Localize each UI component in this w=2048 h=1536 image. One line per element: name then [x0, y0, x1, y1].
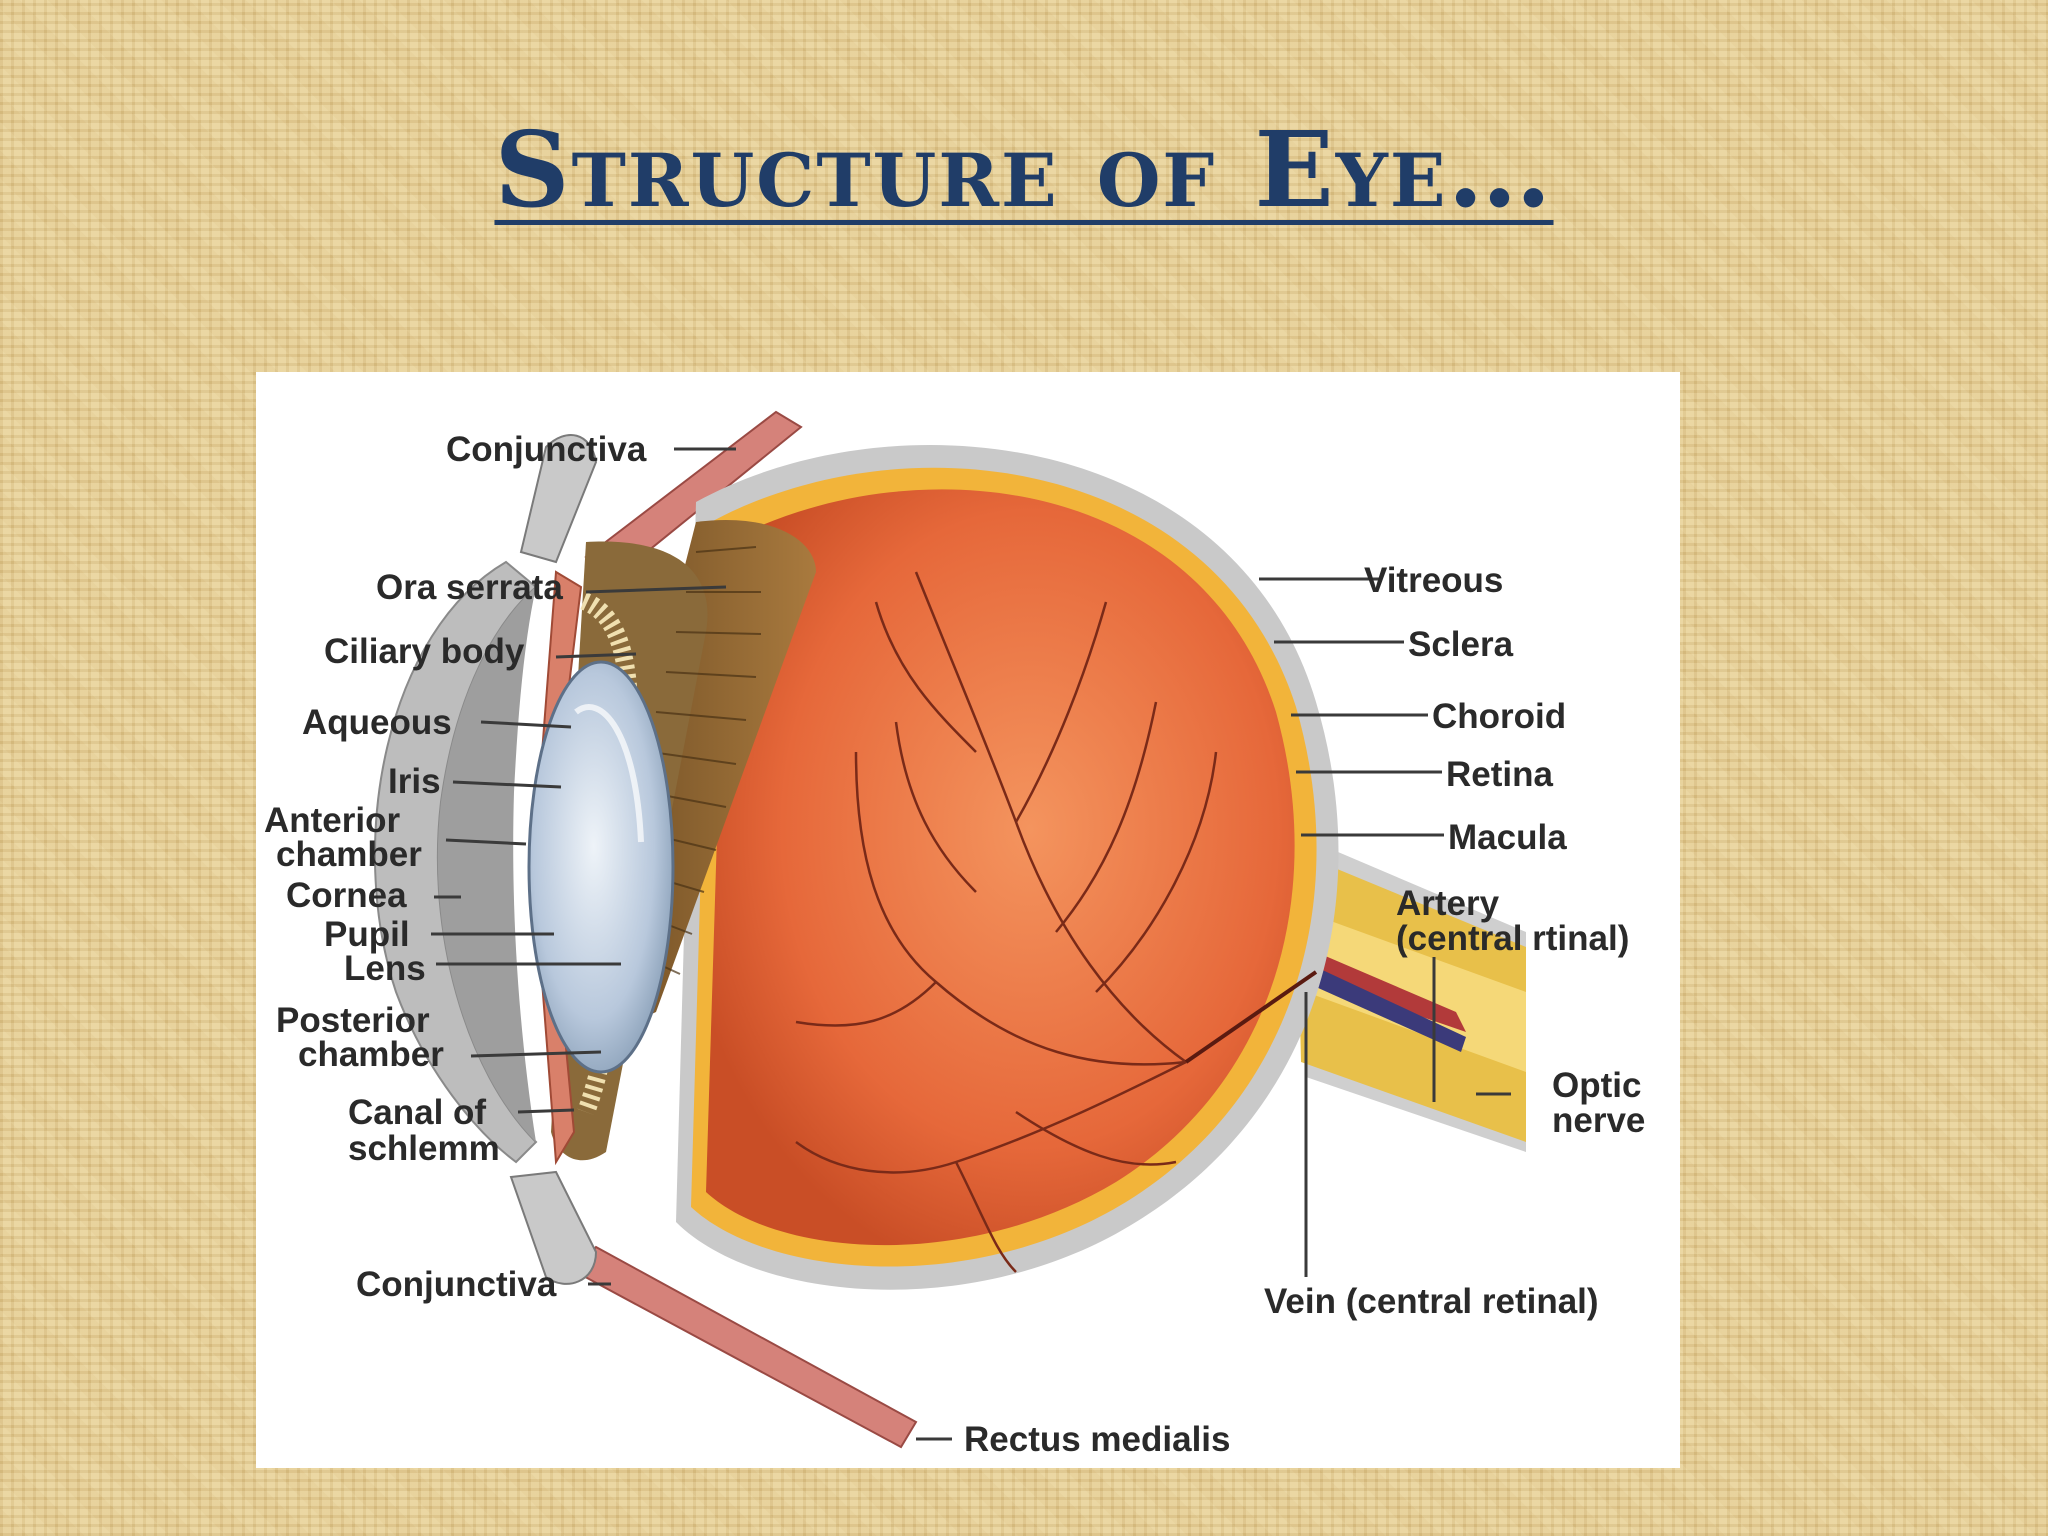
retinal-blood-vessels: [795, 571, 1218, 1273]
label-cornea: Cornea: [286, 876, 407, 915]
label-vitreous: Vitreous: [1364, 561, 1503, 600]
label-canal-of-schlemm-2: schlemm: [348, 1129, 500, 1168]
label-iris: Iris: [388, 762, 441, 801]
label-conjunctiva-bottom: Conjunctiva: [356, 1265, 557, 1304]
label-optic-nerve-2: nerve: [1552, 1101, 1645, 1140]
label-retina: Retina: [1446, 755, 1554, 794]
label-posterior-chamber-1: Posterior: [276, 1001, 430, 1040]
label-macula: Macula: [1448, 818, 1567, 857]
label-sclera: Sclera: [1408, 625, 1514, 664]
conjunctiva-top: [519, 434, 598, 564]
label-conjunctiva-top: Conjunctiva: [446, 430, 647, 469]
leader-lines: [431, 447, 1511, 1441]
vitreous-body: [706, 489, 1295, 1246]
label-choroid: Choroid: [1432, 697, 1566, 736]
label-anterior-chamber-1: Anterior: [264, 801, 401, 840]
label-ora-serrata: Ora serrata: [376, 568, 563, 607]
label-lens: Lens: [344, 949, 426, 988]
eye-diagram-panel: Conjunctiva Ora serrata Ciliary body Aqu…: [256, 372, 1680, 1468]
label-ciliary-body: Ciliary body: [324, 632, 525, 671]
lens: [527, 660, 675, 1074]
label-pupil: Pupil: [324, 915, 410, 954]
conjunctiva-bottom: [509, 1170, 598, 1285]
label-artery-1: Artery: [1396, 884, 1500, 923]
label-artery-2: (central rtinal): [1396, 919, 1629, 958]
label-aqueous: Aqueous: [302, 703, 452, 742]
label-canal-of-schlemm-1: Canal of: [348, 1093, 486, 1132]
label-vein: Vein (central retinal): [1264, 1282, 1599, 1321]
label-rectus-medialis: Rectus medialis: [964, 1420, 1231, 1459]
eye-cross-section-diagram: Conjunctiva Ora serrata Ciliary body Aqu…: [264, 410, 1645, 1459]
label-optic-nerve-1: Optic: [1552, 1066, 1641, 1105]
label-anterior-chamber-2: chamber: [276, 835, 422, 874]
label-posterior-chamber-2: chamber: [298, 1035, 444, 1074]
slide-title: Structure of Eye…: [494, 108, 1554, 231]
anterior-chamber: [437, 587, 536, 1142]
